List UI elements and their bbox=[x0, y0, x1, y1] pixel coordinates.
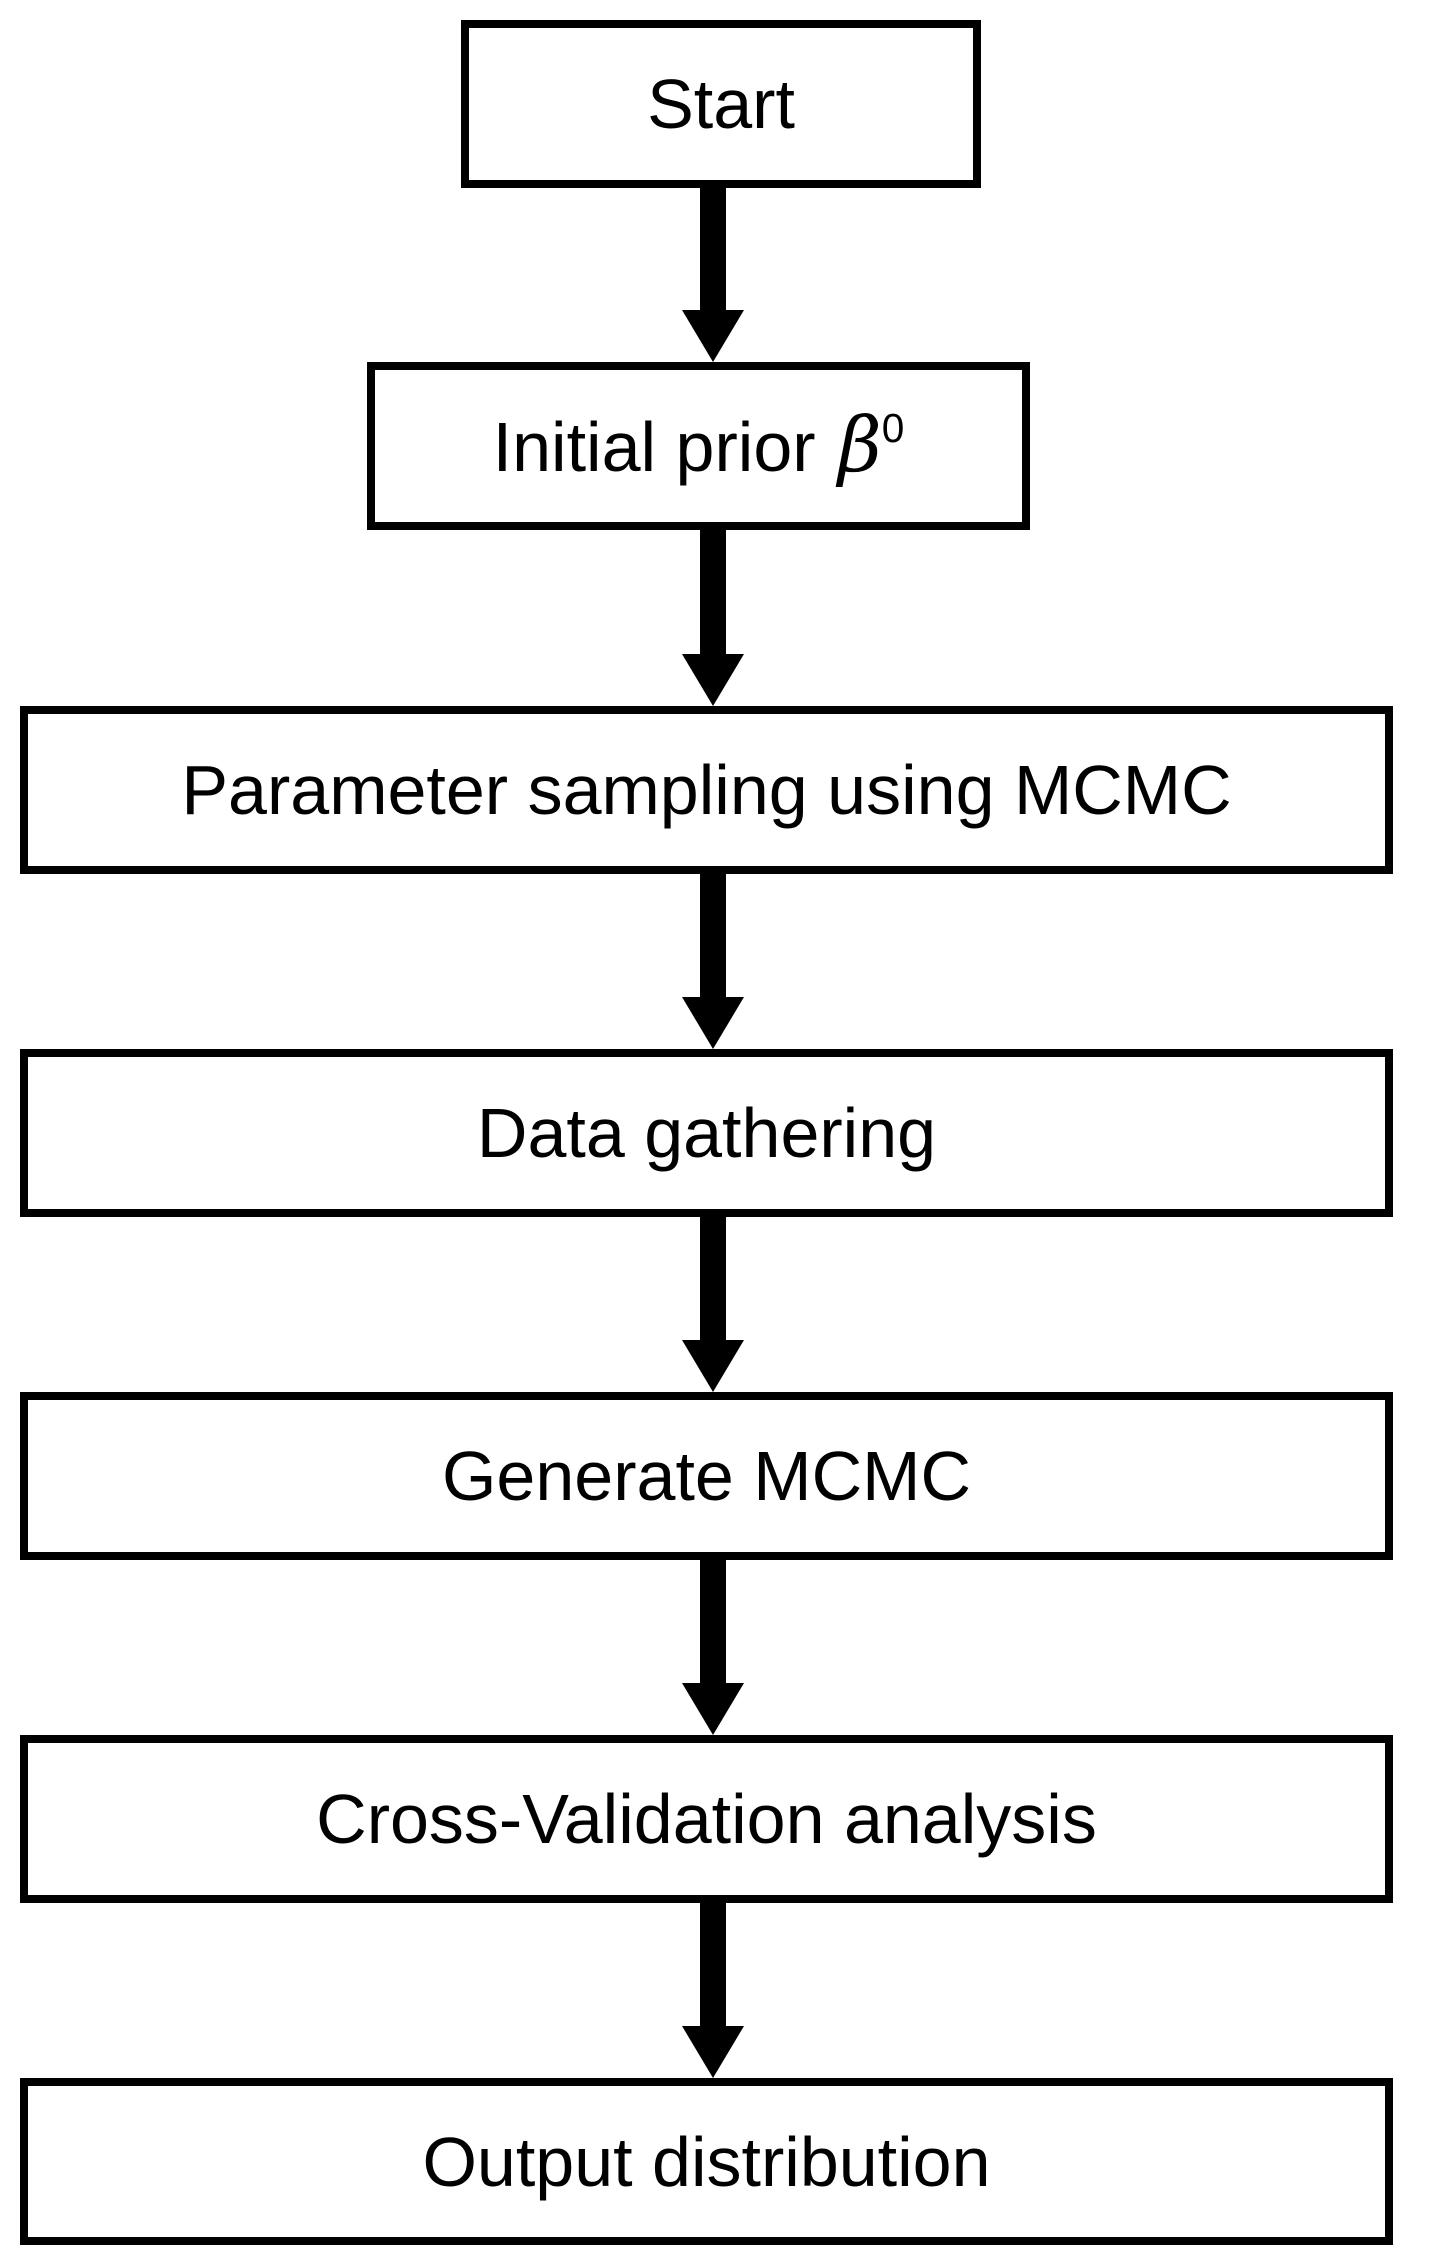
flow-node-output-distribution-label: Output distribution bbox=[422, 2122, 991, 2201]
flow-node-parameter-sampling-label: Parameter sampling using MCMC bbox=[181, 751, 1232, 829]
flow-node-cross-validation: Cross-Validation analysis bbox=[20, 1735, 1393, 1903]
arrow-head-icon bbox=[682, 997, 744, 1049]
arrow-head-icon bbox=[682, 2026, 744, 2078]
down-arrow bbox=[682, 1217, 744, 1392]
down-arrow bbox=[682, 1903, 744, 2078]
flow-node-data-gathering: Data gathering bbox=[20, 1049, 1393, 1217]
arrow-head-icon bbox=[682, 1683, 744, 1735]
arrow-stem bbox=[700, 530, 726, 654]
flow-node-start: Start bbox=[461, 20, 981, 188]
arrow-head-icon bbox=[682, 310, 744, 362]
arrow-stem bbox=[700, 188, 726, 310]
flow-node-cross-validation-label: Cross-Validation analysis bbox=[316, 1780, 1097, 1858]
down-arrow bbox=[682, 530, 744, 706]
initial-prior-text: Initial prior bbox=[492, 408, 816, 487]
down-arrow bbox=[682, 1560, 744, 1735]
arrow-stem bbox=[700, 874, 726, 997]
down-arrow bbox=[682, 874, 744, 1049]
beta-symbol: β bbox=[838, 401, 882, 490]
down-arrow bbox=[682, 188, 744, 362]
flow-node-data-gathering-label: Data gathering bbox=[476, 1094, 937, 1172]
flow-node-initial-prior: Initial prior β0 bbox=[367, 362, 1030, 530]
flow-node-start-label: Start bbox=[647, 65, 795, 143]
flow-node-generate-mcmc-label: Generate MCMC bbox=[441, 1437, 972, 1515]
arrow-head-icon bbox=[682, 654, 744, 706]
arrow-stem bbox=[700, 1217, 726, 1340]
flow-node-initial-prior-label: Initial prior β0 bbox=[492, 404, 905, 487]
flow-node-parameter-sampling: Parameter sampling using MCMC bbox=[20, 706, 1393, 874]
flow-node-output-distribution: Output distribution bbox=[20, 2078, 1393, 2245]
beta-superscript: 0 bbox=[881, 404, 905, 451]
flow-node-generate-mcmc: Generate MCMC bbox=[20, 1392, 1393, 1560]
arrow-stem bbox=[700, 1903, 726, 2026]
arrow-stem bbox=[700, 1560, 726, 1683]
arrow-head-icon bbox=[682, 1340, 744, 1392]
